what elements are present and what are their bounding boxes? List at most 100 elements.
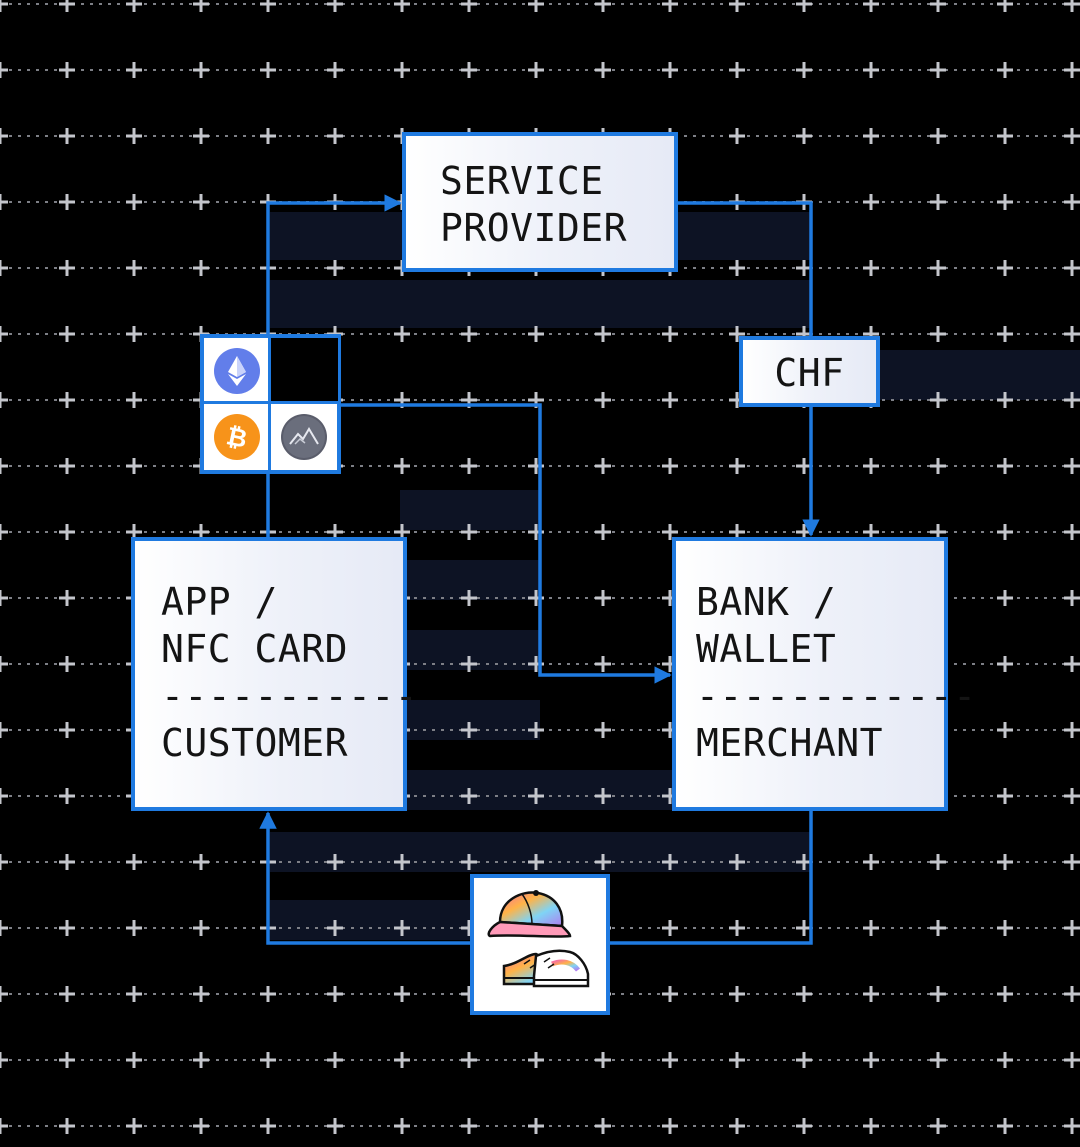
grid-plus-mark [59,788,75,804]
goods-box [470,874,610,1015]
grid-plus-mark [662,920,678,936]
grid-plus-mark [662,1118,678,1134]
grid-plus-mark [59,326,75,342]
grid-plus-mark [528,722,544,738]
grid-plus-mark [1064,524,1080,540]
grid-plus-mark [59,392,75,408]
grid-plus-mark [327,986,343,1002]
grid-plus-mark [662,458,678,474]
grid-plus-mark [327,1052,343,1068]
sneakers-icon [502,949,590,988]
grid-plus-mark [327,128,343,144]
grid-plus-mark [0,326,8,342]
grid-plus-mark [327,260,343,276]
grid-plus-mark [997,1118,1013,1134]
grid-plus-mark [394,458,410,474]
grid-plus-mark [595,854,611,870]
grid-plus-mark [260,62,276,78]
grid-plus-mark [930,260,946,276]
grid-plus-mark [863,194,879,210]
grid-plus-mark [863,1118,879,1134]
grid-plus-mark [0,656,8,672]
grid-plus-mark [0,458,8,474]
grid-plus-mark [126,326,142,342]
grid-plus-mark [327,62,343,78]
grid-plus-mark [193,260,209,276]
token-cell-ethereum [204,338,271,404]
grid-plus-mark [1064,920,1080,936]
grid-plus-mark [394,326,410,342]
grid-plus-mark [1064,788,1080,804]
grid-plus-mark [595,392,611,408]
grid-plus-mark [461,326,477,342]
grid-plus-mark [0,920,8,936]
grid-plus-mark [126,458,142,474]
edge-tokens-to-merchant [341,403,672,684]
grid-plus-mark [0,986,8,1002]
grid-plus-mark [461,788,477,804]
grid-plus-mark [59,722,75,738]
grid-plus-mark [997,458,1013,474]
grid-plus-mark [997,656,1013,672]
grid-plus-mark [997,128,1013,144]
grid-plus-mark [461,62,477,78]
grid-plus-mark [528,854,544,870]
grid-plus-mark [193,194,209,210]
grid-plus-mark [997,854,1013,870]
grid-plus-mark [0,260,8,276]
grid-plus-mark [729,128,745,144]
grid-plus-mark [729,62,745,78]
grid-plus-mark [394,986,410,1002]
grid-plus-mark [662,524,678,540]
grid-plus-mark [796,62,812,78]
grid-plus-mark [863,62,879,78]
service-provider-line-1: SERVICE [440,159,604,203]
grid-plus-mark [59,62,75,78]
grid-plus-mark [595,1052,611,1068]
grid-plus-mark [126,260,142,276]
grid-plus-mark [126,128,142,144]
grid-plus-mark [997,0,1013,12]
grid-plus-mark [595,788,611,804]
grid-plus-mark [1064,656,1080,672]
grid-plus-mark [930,194,946,210]
background-band [270,280,810,328]
grid-plus-mark [863,458,879,474]
grid-plus-mark [729,986,745,1002]
grid-plus-mark [193,854,209,870]
grid-plus-mark [1064,854,1080,870]
grid-plus-mark [930,986,946,1002]
grid-plus-mark [1064,128,1080,144]
background-band [270,832,810,872]
grid-plus-mark [59,656,75,672]
grid-plus-mark [461,1052,477,1068]
grid-plus-mark [0,524,8,540]
grid-plus-mark [59,128,75,144]
grid-plus-mark [260,986,276,1002]
grid-plus-mark [595,1118,611,1134]
grid-plus-mark [1064,722,1080,738]
grid-plus-mark [1064,986,1080,1002]
grid-plus-mark [461,0,477,12]
grid-plus-mark [863,920,879,936]
grid-plus-mark [930,920,946,936]
grid-plus-mark [528,326,544,342]
edge-goods-to-customer [259,811,470,945]
grid-plus-mark [394,0,410,12]
grid-plus-mark [193,986,209,1002]
grid-plus-mark [394,62,410,78]
grid-plus-mark [997,392,1013,408]
currency-chf-label: CHF [774,351,845,395]
grid-plus-mark [1064,194,1080,210]
grid-plus-mark [930,1118,946,1134]
background-band [400,490,540,530]
merchant-line-wallet: WALLET [696,627,837,671]
crypto-tokens-box: ₿ [200,334,341,474]
grid-plus-mark [327,1118,343,1134]
grid-plus-mark [394,1052,410,1068]
grid-plus-mark [796,0,812,12]
grid-plus-mark [863,1052,879,1068]
grid-plus-mark [59,1052,75,1068]
grid-plus-mark [0,128,8,144]
